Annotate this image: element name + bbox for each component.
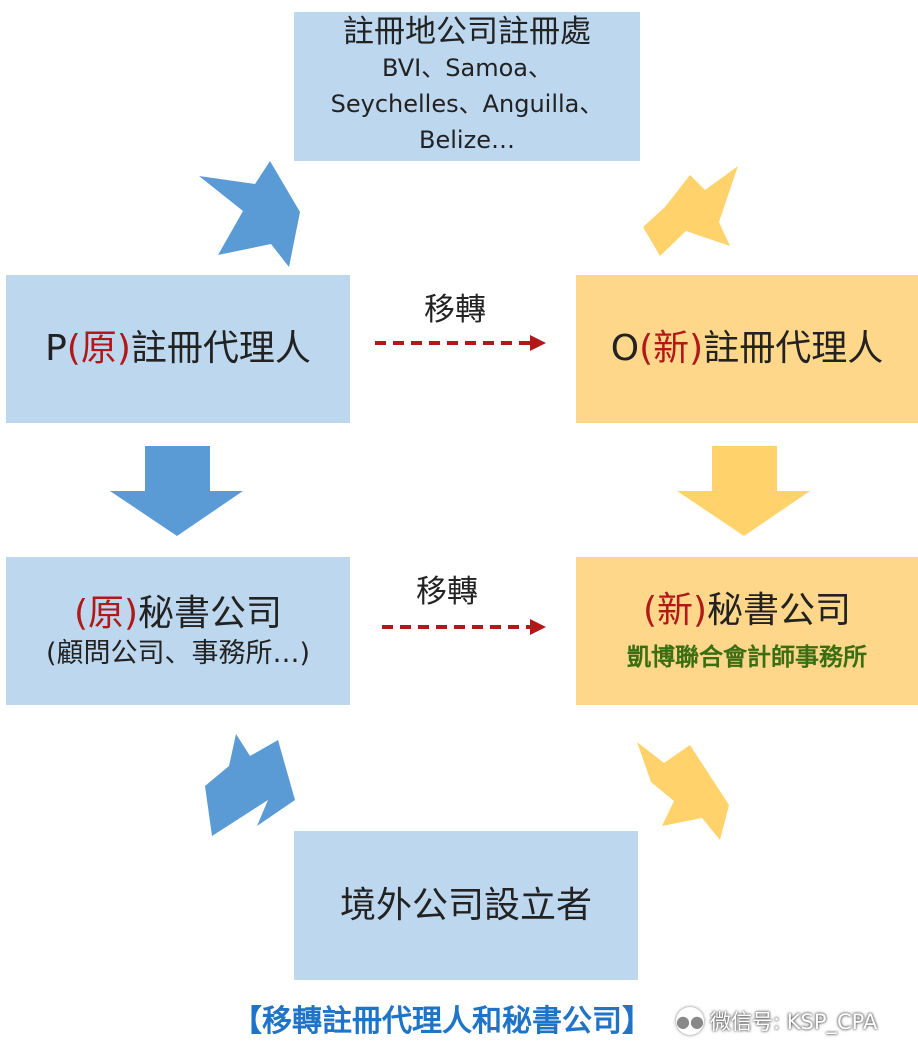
diagram-caption: 【移轉註冊代理人和秘書公司】 [232,1004,652,1039]
new-agent-paren: (新) [639,328,704,370]
registry-jurisdictions-line3: Belize… [419,126,515,155]
old-secretary-sub: (顧問公司、事務所…) [45,638,311,670]
wechat-id: 微信号: KSP_CPA [710,1010,878,1034]
new-secretary-text: 秘書公司 [707,589,852,631]
new-agent-box: O(新)註冊代理人 [576,275,918,423]
transfer-arrow-agents [375,335,546,351]
old-agent-box: P(原)註冊代理人 [6,275,350,423]
old-secretary-paren: (原) [73,592,139,634]
new-agent-text: 註冊代理人 [703,328,884,370]
registry-jurisdictions-line1: BVI、Samoa、 [382,54,552,83]
transfer-label-secretaries: 移轉 [416,574,478,610]
blue-arrow-down-left [110,446,243,536]
orange-arrow-down-right [677,446,810,536]
new-agent-prefix: O [610,328,640,370]
old-agent-prefix: P [45,328,67,370]
registry-title: 註冊地公司註冊處 [343,13,591,50]
firm-name: 凱博聯合會計師事務所 [627,643,867,672]
blue-arrow-top-left [199,161,300,267]
new-secretary-box: (新)秘書公司 凱博聯合會計師事務所 [576,557,918,705]
old-secretary-text: 秘書公司 [138,592,283,634]
old-agent-paren: (原) [66,328,131,370]
registry-jurisdictions-line2: Seychelles、Anguilla、 [330,90,604,119]
transfer-arrow-secretaries [382,619,546,635]
new-secretary-paren: (新) [642,589,708,631]
registry-box: 註冊地公司註冊處 BVI、Samoa、 Seychelles、Anguilla、… [294,12,640,161]
old-agent-text: 註冊代理人 [130,328,311,370]
wechat-icon: ●● [676,1007,704,1035]
founder-box: 境外公司設立者 [294,831,638,980]
blue-arrow-bottom-left [205,734,295,836]
orange-arrow-bottom-right [637,742,729,840]
orange-arrow-top-right [643,166,738,256]
old-secretary-box: (原)秘書公司 (顧問公司、事務所…) [6,557,350,705]
founder-text: 境外公司設立者 [339,884,592,926]
transfer-label-agents: 移轉 [424,292,486,328]
wechat-watermark: ●● 微信号: KSP_CPA [676,1006,916,1036]
